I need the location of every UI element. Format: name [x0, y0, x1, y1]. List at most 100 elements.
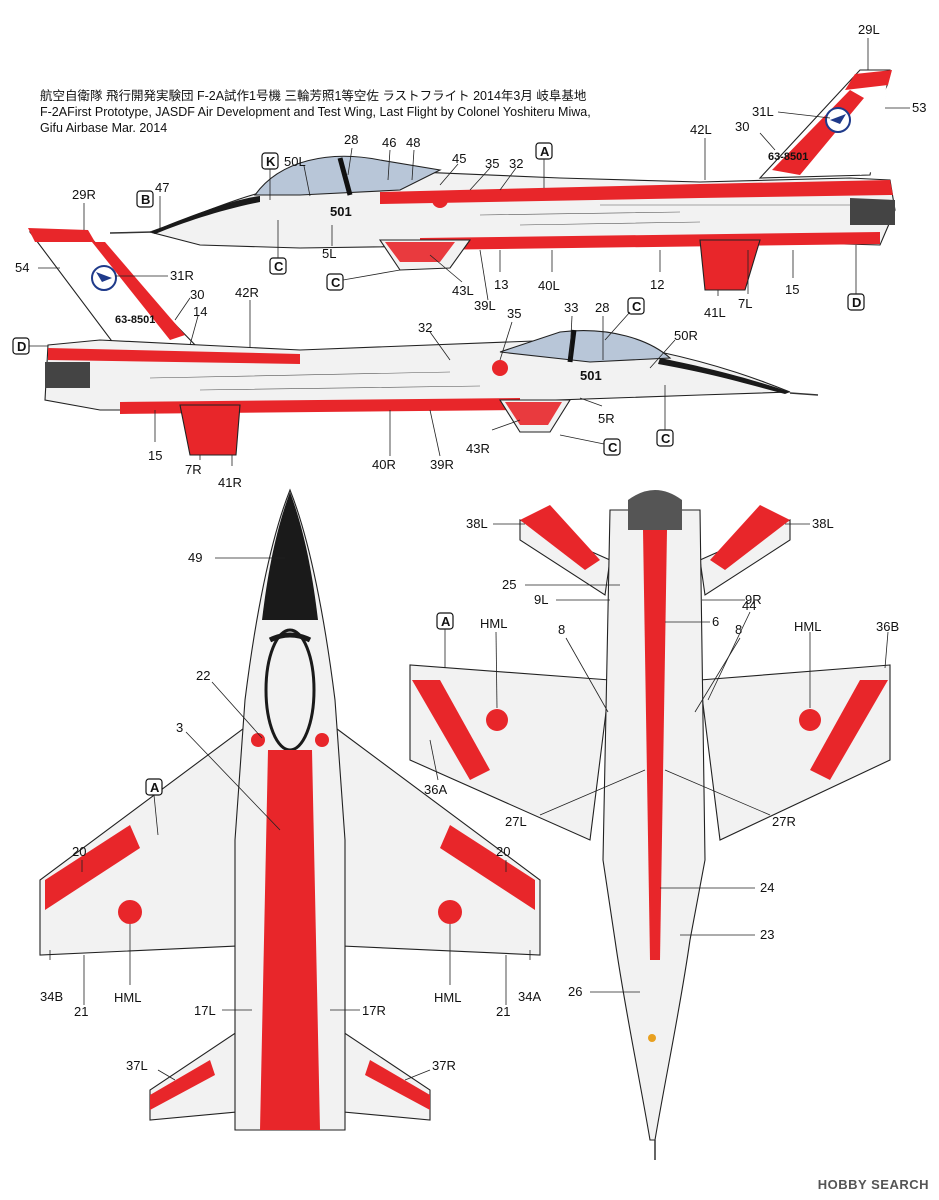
bottom-view: [409, 490, 891, 1160]
callout-25: 25: [502, 577, 516, 592]
box-label-A-side: A: [535, 142, 553, 188]
box-label-C-4: C: [656, 385, 674, 447]
callout-29R: 29R: [72, 187, 96, 202]
callout-35-left: 35: [485, 156, 499, 171]
callout-46: 46: [382, 135, 396, 150]
callout-43L: 43L: [452, 283, 474, 298]
callout-12: 12: [650, 277, 664, 292]
callout-5L: 5L: [322, 246, 336, 261]
callout-21-right: 21: [496, 1004, 510, 1019]
svg-text:C: C: [274, 259, 284, 274]
callout-8-left: 8: [558, 622, 565, 637]
callout-23: 23: [760, 927, 774, 942]
callout-29L: 29L: [858, 22, 880, 37]
callout-20-right: 20: [496, 844, 510, 859]
callout-41R: 41R: [218, 475, 242, 490]
callout-27R: 27R: [772, 814, 796, 829]
right-tail-serial: 63-8501: [115, 314, 155, 326]
callout-42L: 42L: [690, 122, 712, 137]
box-label-D-1: D: [847, 245, 865, 311]
callout-54: 54: [15, 260, 29, 275]
callout-17L: 17L: [194, 1003, 216, 1018]
callout-5R: 5R: [598, 411, 615, 426]
callout-50L: 50L: [284, 154, 306, 169]
callout-36A: 36A: [424, 782, 447, 797]
title-english-line1: F-2AFirst Prototype, JASDF Air Developme…: [40, 105, 591, 119]
callout-32-right: 32: [418, 320, 432, 335]
title-english-line2: Gifu Airbase Mar. 2014: [40, 121, 168, 135]
callout-17R: 17R: [362, 1003, 386, 1018]
callout-36B: 36B: [876, 619, 899, 634]
callout-48: 48: [406, 135, 420, 150]
box-label-D-2: D: [12, 337, 48, 355]
callout-9L: 9L: [534, 592, 548, 607]
svg-text:B: B: [141, 192, 150, 207]
callout-45: 45: [452, 151, 466, 166]
top-view: [39, 488, 541, 1131]
svg-text:K: K: [266, 154, 276, 169]
callout-7L: 7L: [738, 296, 752, 311]
svg-text:A: A: [540, 144, 550, 159]
left-nose-number: 501: [330, 204, 352, 219]
svg-text:C: C: [661, 431, 671, 446]
callout-22: 22: [196, 668, 210, 683]
callout-50R: 50R: [674, 328, 698, 343]
callout-49: 49: [188, 550, 202, 565]
left-side-callouts: 29L 31L 53 42L 30 28 46 48 45 35 32 50L …: [155, 22, 926, 320]
box-label-A-top: A: [145, 778, 163, 836]
box-label-C-2: C: [326, 269, 401, 291]
callout-7R: 7R: [185, 462, 202, 477]
callout-40R: 40R: [372, 457, 396, 472]
callout-31R: 31R: [170, 268, 194, 283]
callout-HML-bottom-left: HML: [480, 616, 507, 631]
callout-20-left: 20: [72, 844, 86, 859]
box-label-A-bottom: A: [436, 612, 454, 668]
left-side-view: 63-8501 501: [109, 69, 896, 291]
svg-text:A: A: [441, 614, 451, 629]
callout-3: 3: [176, 720, 183, 735]
title-block: 航空自衛隊 飛行開発実験団 F-2A試作1号機 三輪芳照1等空佐 ラストフライト…: [40, 88, 680, 136]
right-nose-number: 501: [580, 368, 602, 383]
top-view-callouts: 49 22 3 20 20 34B 21 HML HML 21 34A 17L …: [40, 550, 541, 1081]
callout-53: 53: [912, 100, 926, 115]
right-side-view: 63-8501 501: [28, 228, 819, 456]
callout-38L-right: 38L: [812, 516, 834, 531]
right-side-callouts: 29R 54 31R 30 14 42R 32 35 33 28 50R 5R …: [15, 187, 698, 490]
callout-30: 30: [735, 119, 749, 134]
callout-HML-top-right: HML: [434, 990, 461, 1005]
callout-26: 26: [568, 984, 582, 999]
callout-28-right: 28: [595, 300, 609, 315]
callout-33: 33: [564, 300, 578, 315]
callout-27L: 27L: [505, 814, 527, 829]
svg-text:C: C: [608, 440, 618, 455]
callout-41L: 41L: [704, 305, 726, 320]
callout-34B: 34B: [40, 989, 63, 1004]
svg-text:D: D: [852, 295, 861, 310]
box-label-C-1: C: [269, 220, 287, 275]
svg-text:A: A: [150, 780, 160, 795]
callout-37L: 37L: [126, 1058, 148, 1073]
svg-text:C: C: [331, 275, 341, 290]
callout-35-right: 35: [507, 306, 521, 321]
left-tail-serial: 63-8501: [768, 151, 808, 163]
box-label-K: K: [261, 152, 279, 200]
box-labels: A K B C C D D: [12, 142, 865, 836]
box-label-C-5: C: [559, 434, 621, 456]
callout-HML-top-left: HML: [114, 990, 141, 1005]
callout-14: 14: [193, 304, 207, 319]
callout-42R: 42R: [235, 285, 259, 300]
callout-39R: 39R: [430, 457, 454, 472]
callout-28-left: 28: [344, 132, 358, 147]
callout-24: 24: [760, 880, 774, 895]
callout-30-right: 30: [190, 287, 204, 302]
callout-21-left: 21: [74, 1004, 88, 1019]
callout-38L-left: 38L: [466, 516, 488, 531]
callout-44: 44: [742, 598, 756, 613]
callout-15-right: 15: [148, 448, 162, 463]
callout-40L: 40L: [538, 278, 560, 293]
callout-13: 13: [494, 277, 508, 292]
callout-15-left: 15: [785, 282, 799, 297]
bottom-view-callouts: 38L 38L 25 9L 9R 6 8 8 44 HML HML 36B 36…: [424, 516, 899, 999]
callout-37R: 37R: [432, 1058, 456, 1073]
